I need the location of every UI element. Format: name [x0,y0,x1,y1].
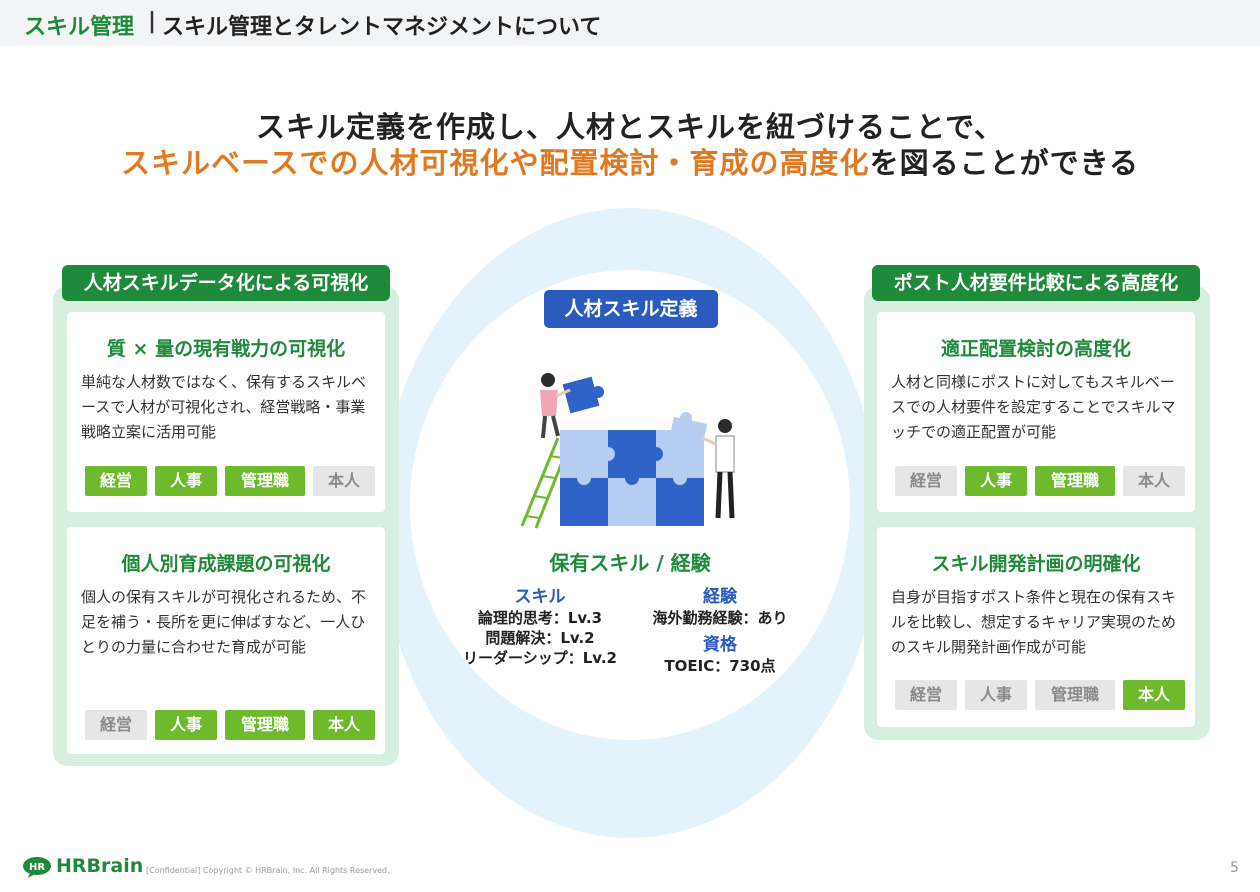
skills-column: スキル 論理的思考：Lv.3 問題解決：Lv.2 リーダーシップ：Lv.2 [450,586,630,668]
tag-hr: 人事 [965,680,1027,710]
card-skill-plan: スキル開発計画の明確化 自身が目指すポスト条件と現在の保有スキルを比較し、想定す… [877,527,1195,727]
qualification-heading: 資格 [703,635,737,655]
experience-column: 経験 海外勤務経験：あり 資格 TOEIC：730点 [632,586,808,676]
left-group-title: 人材スキルデータ化による可視化 [62,265,390,301]
tag-manager: 管理職 [225,466,305,496]
puzzle-people-illustration [520,373,735,529]
held-skills-subtitle: 保有スキル / 経験 [549,551,711,575]
tag-management: 経営 [85,710,147,740]
card-placement: 適正配置検討の高度化 人材と同様にポストに対してもスキルベースでの人材要件を設定… [877,312,1195,512]
logo-text: HRBrain [56,855,144,877]
tag-management: 経営 [895,466,957,496]
copyright-text: [Confidential] Copyright © HRBrain, Inc.… [146,866,390,875]
tag-self: 本人 [313,710,375,740]
tag-manager: 管理職 [225,710,305,740]
skill-item: 問題解決：Lv.2 [485,629,595,647]
tag-manager: 管理職 [1035,466,1115,496]
experience-item: 海外勤務経験：あり [652,609,788,627]
title-separator: | [148,9,157,34]
headline-line-2: スキルベースでの人材可視化や配置検討・育成の高度化を図ることができる [0,140,1260,182]
card-title: スキル開発計画の明確化 [931,553,1141,575]
card-title: 質 × 量の現有戦力の可視化 [106,338,346,360]
page-number: 5 [1230,860,1239,876]
experience-heading: 経験 [703,587,737,607]
headline-highlight: スキルベースでの人材可視化や配置検討・育成の高度化 [121,146,870,180]
card-body: 人材と同様にポストに対してもスキルベースでの人材要件を設定することでスキルマッチ… [891,373,1176,441]
card-individual-development: 個人別育成課題の可視化 個人の保有スキルが可視化されるため、不足を補う・長所を更… [67,527,385,754]
role-tags: 経営 人事 管理職 本人 [895,466,1185,496]
logo-badge-text: HR [29,862,45,873]
right-group-title: ポスト人材要件比較による高度化 [872,265,1200,301]
tag-self: 本人 [1123,680,1185,710]
card-current-strength: 質 × 量の現有戦力の可視化 単純な人材数ではなく、保有するスキルベースで人材が… [67,312,385,512]
tag-self: 本人 [1123,466,1185,496]
headline-rest: を図ることができる [869,146,1139,180]
tag-management: 経営 [85,466,147,496]
headline-line-1: スキル定義を作成し、人材とスキルを紐づけることで、 [256,110,1004,144]
role-tags: 経営 人事 管理職 本人 [85,466,375,496]
role-tags: 経営 人事 管理職 本人 [85,710,375,740]
skill-item: 論理的思考：Lv.3 [477,609,603,627]
skill-item: リーダーシップ：Lv.2 [463,649,617,667]
tag-hr: 人事 [155,710,217,740]
role-tags: 経営 人事 管理職 本人 [895,680,1185,710]
tag-hr: 人事 [965,466,1027,496]
card-body: 自身が目指すポスト条件と現在の保有スキルを比較し、想定するキャリア実現のためのス… [891,588,1177,656]
top-bar: スキル管理 | スキル管理とタレントマネジメントについて [0,0,1260,46]
page-title: スキル管理とタレントマネジメントについて [162,15,602,40]
skills-heading: スキル [514,587,566,607]
tag-hr: 人事 [155,466,217,496]
hrbrain-logo-icon: HR [23,857,51,878]
tag-self: 本人 [313,466,375,496]
card-title: 適正配置検討の高度化 [940,338,1131,360]
section-label: スキル管理 [24,15,135,40]
card-body: 個人の保有スキルが可視化されるため、不足を補う・長所を更に伸ばすなど、一人ひとり… [81,588,367,656]
tag-management: 経営 [895,680,957,710]
tag-manager: 管理職 [1035,680,1115,710]
card-title: 個人別育成課題の可視化 [121,553,331,575]
skill-definition-badge: 人材スキル定義 [544,290,718,328]
card-body: 単純な人材数ではなく、保有するスキルベースで人材が可視化され、経営戦略・事業戦略… [81,373,367,441]
qualification-item: TOEIC：730点 [664,657,776,675]
